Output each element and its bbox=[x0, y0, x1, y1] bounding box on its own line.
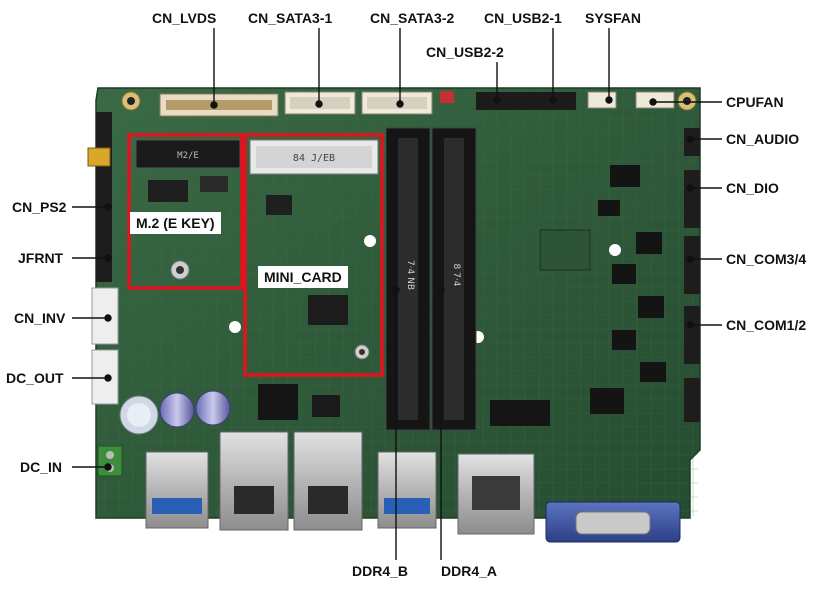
label-cn-inv: CN_INV bbox=[14, 310, 66, 326]
label-cn-dio: CN_DIO bbox=[726, 180, 779, 196]
label-mini-card: MINI_CARD bbox=[258, 266, 348, 288]
leader-lines bbox=[72, 28, 722, 560]
highlight-boxes bbox=[127, 133, 384, 377]
label-dc-out: DC_OUT bbox=[6, 370, 64, 386]
m2-slot: M2/E bbox=[135, 139, 241, 202]
sodimm-slots: 7·4 NB 8 7·4 bbox=[385, 127, 477, 431]
dc-in-terminal bbox=[97, 445, 123, 477]
label-jfrnt: JFRNT bbox=[18, 250, 64, 266]
right-headers bbox=[684, 128, 700, 422]
svg-text:7·4 NB: 7·4 NB bbox=[405, 260, 415, 290]
svg-text:8 7·4: 8 7·4 bbox=[451, 264, 461, 287]
capacitors bbox=[119, 390, 231, 435]
chips bbox=[258, 165, 666, 426]
label-cn-usb2-1: CN_USB2-1 bbox=[484, 10, 562, 26]
label-cn-audio: CN_AUDIO bbox=[726, 131, 800, 147]
label-ddr4-b: DDR4_B bbox=[352, 563, 409, 579]
label-cn-sata3-1: CN_SATA3-1 bbox=[248, 10, 333, 26]
label-sysfan: SYSFAN bbox=[585, 10, 642, 26]
rear-io bbox=[145, 431, 681, 543]
label-ddr4-a: DDR4_A bbox=[441, 563, 498, 579]
label-dc-in: DC_IN bbox=[20, 459, 63, 475]
label-cn-sata3-2: CN_SATA3-2 bbox=[370, 10, 455, 26]
m2-highlight-box bbox=[127, 133, 244, 290]
svg-text:84 J/EB: 84 J/EB bbox=[293, 153, 335, 164]
mini-card-slot: 84 J/EB bbox=[249, 139, 379, 325]
mini-card-highlight-box bbox=[243, 133, 384, 377]
label-cn-com34: CN_COM3/4 bbox=[726, 251, 807, 267]
label-cpufan: CPUFAN bbox=[726, 94, 784, 110]
label-cn-ps2: CN_PS2 bbox=[12, 199, 67, 215]
label-cn-lvds: CN_LVDS bbox=[152, 10, 217, 26]
label-cn-usb2-2: CN_USB2-2 bbox=[426, 44, 504, 60]
label-m2-ekey: M.2 (E KEY) bbox=[130, 212, 221, 234]
left-headers bbox=[87, 112, 119, 405]
label-cn-com12: CN_COM1/2 bbox=[726, 317, 807, 333]
svg-text:M2/E: M2/E bbox=[177, 151, 199, 161]
